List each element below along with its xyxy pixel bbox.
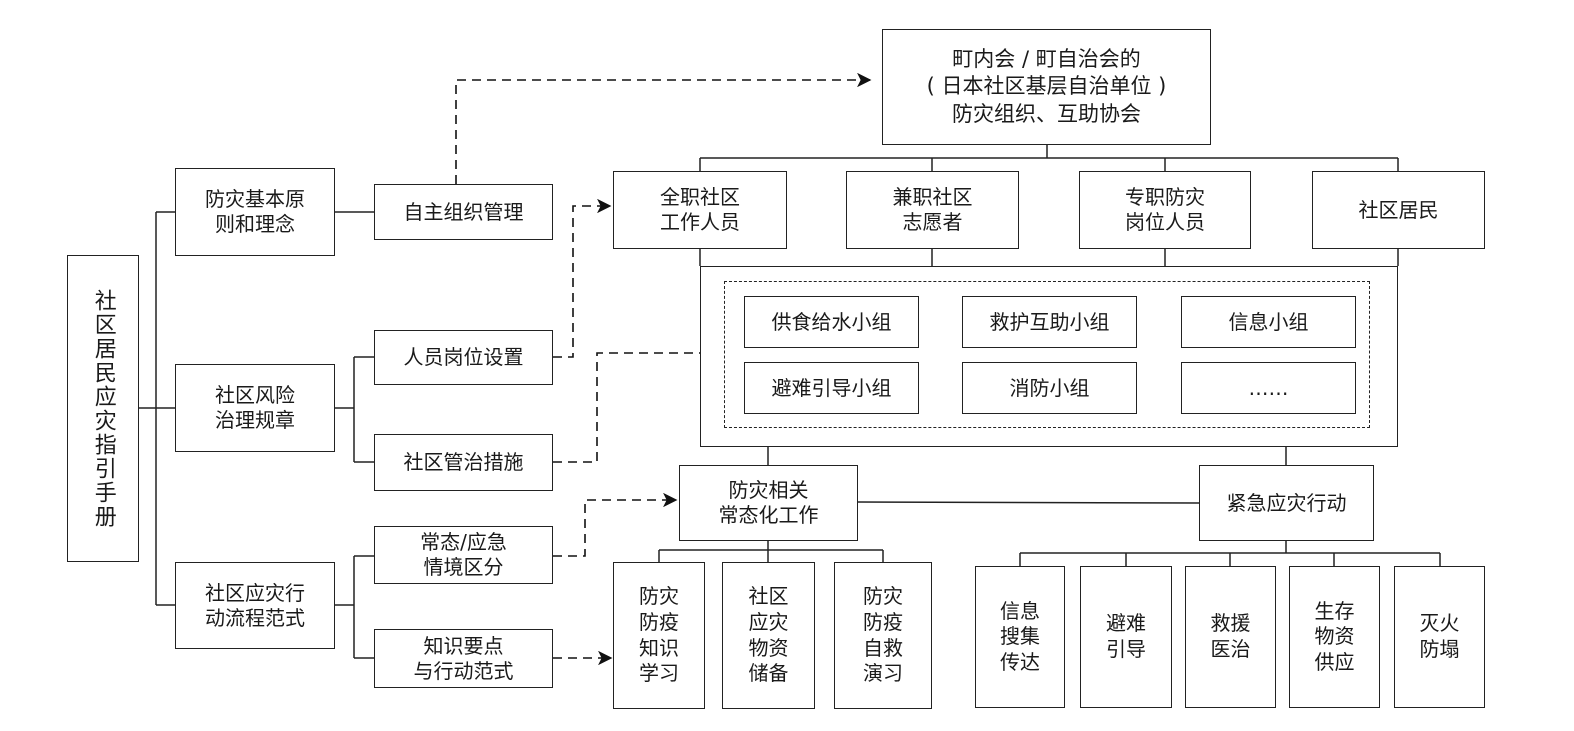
- link-connector: [857, 501, 1200, 504]
- emergency-item-info: 信息 搜集 传达: [975, 566, 1065, 708]
- groups-dashed-frame: [724, 281, 1370, 428]
- routine-item-drill: 防灾 防疫 自救 演习: [834, 562, 932, 709]
- emergency-item-supplies: 生存 物资 供应: [1289, 566, 1380, 708]
- member-parttime-volunteer: 兼职社区 志愿者: [846, 171, 1019, 249]
- dashed-arrow-autonomy-to-org: [455, 72, 872, 184]
- dashed-arrow-scenario-to-routine: [553, 492, 678, 557]
- group-firefighting: 消防小组: [962, 362, 1137, 414]
- member-dedicated-staff: 专职防灾 岗位人员: [1079, 171, 1251, 249]
- tree-connector: [699, 145, 1399, 171]
- governance-node: 社区风险 治理规章: [175, 364, 335, 452]
- routine-item-learning: 防灾 防疫 知识 学习: [613, 562, 705, 709]
- emergency-item-fire-collapse: 灭火 防塌: [1394, 566, 1485, 708]
- tree-connector: [335, 356, 374, 463]
- tree-connector: [658, 541, 884, 562]
- tree-connector: [699, 249, 1399, 279]
- tree-connector: [1019, 541, 1441, 566]
- emergency-item-rescue: 救援 医治: [1185, 566, 1276, 708]
- member-residents: 社区居民: [1312, 171, 1485, 249]
- dashed-arrow-measures-to-groups: [553, 345, 724, 463]
- member-fulltime-staff: 全职社区 工作人员: [613, 171, 787, 249]
- dashed-arrow-staffing-to-staff: [553, 198, 612, 358]
- group-ellipsis: ……: [1181, 362, 1356, 414]
- group-information: 信息小组: [1181, 296, 1356, 348]
- group-food-water: 供食给水小组: [744, 296, 919, 348]
- group-rescue-mutual-aid: 救护互助小组: [962, 296, 1137, 348]
- tree-connector: [335, 555, 374, 659]
- governance-measures-node: 社区管治措施: [374, 434, 553, 491]
- root-manual-node: 社区居民应灾指引手册: [67, 255, 139, 562]
- emergency-action-node: 紧急应灾行动: [1199, 465, 1374, 541]
- scenario-distinction-node: 常态/应急 情境区分: [374, 526, 553, 584]
- knowledge-paradigm-node: 知识要点 与行动范式: [374, 629, 553, 688]
- group-evacuation-guide: 避难引导小组: [744, 362, 919, 414]
- principles-node: 防灾基本原 则和理念: [175, 168, 335, 256]
- disaster-org-node: 町内会 / 町自治会的 ( 日本社区基层自治单位 ) 防灾组织、互助协会: [882, 29, 1211, 145]
- routine-item-supplies: 社区 应灾 物资 储备: [722, 562, 815, 709]
- staffing-node: 人员岗位设置: [374, 330, 553, 385]
- routine-work-node: 防灾相关 常态化工作: [679, 465, 858, 541]
- autonomy-management-node: 自主组织管理: [374, 184, 553, 240]
- emergency-item-evacuation: 避难 引导: [1080, 566, 1172, 708]
- action-paradigm-node: 社区应灾行 动流程范式: [175, 562, 335, 649]
